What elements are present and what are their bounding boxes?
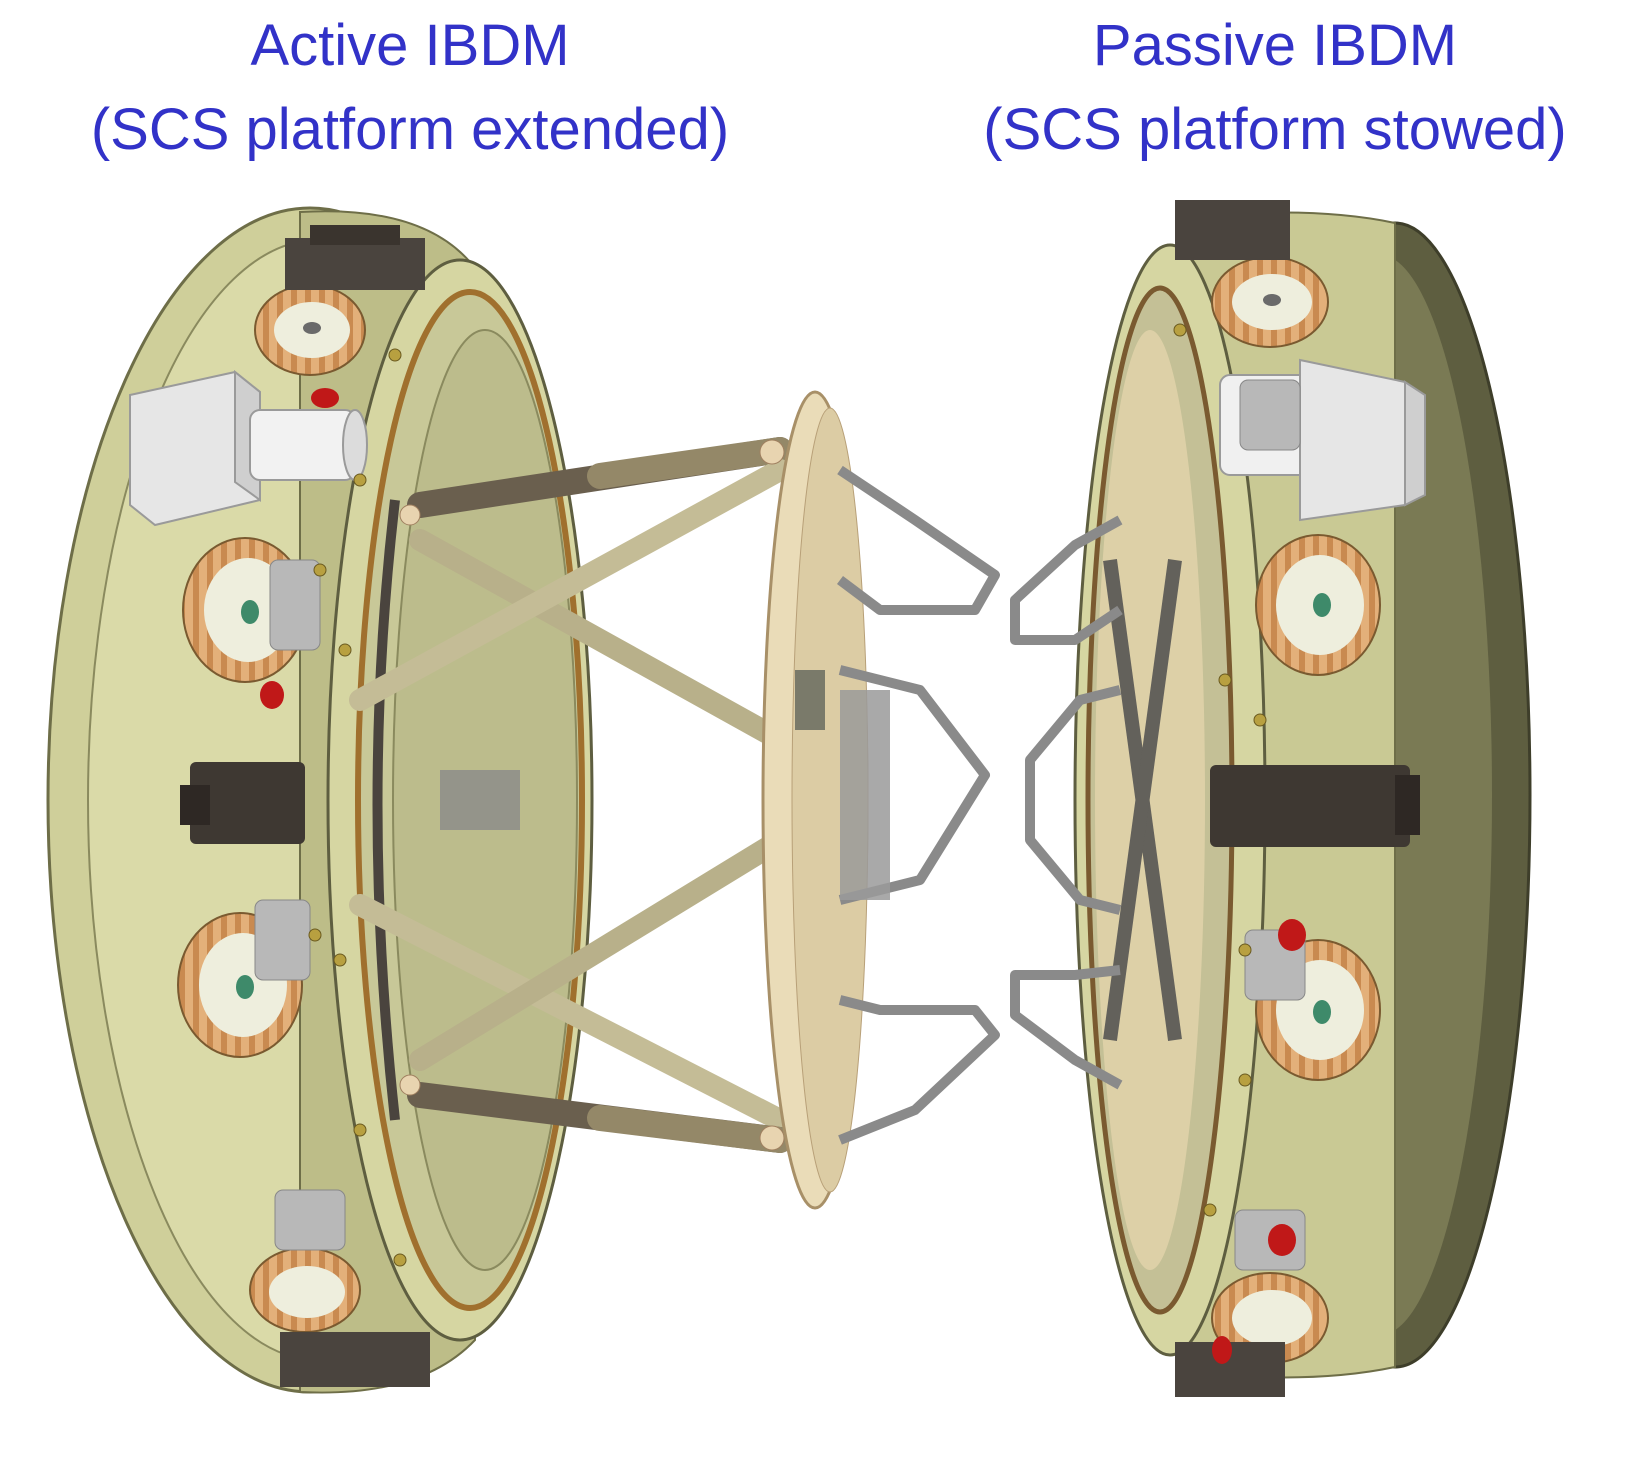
active-latch-gear-bottom: [249, 1247, 361, 1333]
active-latch-gear-top: [254, 284, 366, 376]
passive-hook-mechanism-top: [1175, 200, 1290, 260]
passive-red-part-lower: [1268, 1224, 1296, 1256]
platform-struts: [349, 437, 793, 1153]
passive-ibdm-subtitle: (SCS platform stowed): [983, 97, 1567, 162]
active-ibdm-title: Active IBDM: [250, 13, 570, 78]
active-hook-mechanism-top: [285, 238, 425, 290]
passive-ibdm-title: Passive IBDM: [1092, 13, 1458, 78]
passive-ibdm-caption: Passive IBDM (SCS platform stowed): [905, 4, 1645, 172]
active-red-part-top: [311, 388, 339, 408]
passive-ibdm: [1010, 200, 1532, 1397]
platform-guide-petals: [837, 465, 1000, 1145]
passive-latch-gear-bottom: [1211, 1272, 1329, 1364]
active-ibdm: [46, 206, 594, 1394]
active-hook-mechanism-bottom: [280, 1332, 430, 1387]
passive-latch-gear-top: [1211, 256, 1329, 348]
passive-latch-gear-upper: [1255, 534, 1381, 676]
active-motor-box: [129, 369, 368, 527]
active-hook-mechanism-middle: [190, 762, 305, 844]
active-red-part-mid: [260, 681, 284, 709]
active-ibdm-subtitle: (SCS platform extended): [90, 97, 730, 162]
passive-guide-petals: [1010, 515, 1123, 1090]
scs-platform: [349, 390, 1000, 1210]
passive-hook-mechanism-middle: [1210, 765, 1410, 847]
active-ibdm-caption: Active IBDM (SCS platform extended): [0, 4, 820, 172]
passive-red-part-upper: [1278, 919, 1306, 951]
